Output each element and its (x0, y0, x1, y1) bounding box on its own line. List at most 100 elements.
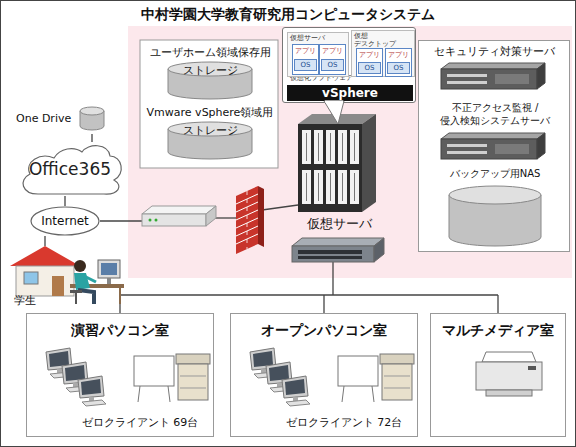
switch-ports (298, 256, 362, 259)
chair (70, 290, 82, 293)
node-label: 学生 (14, 294, 54, 308)
network-wire (332, 262, 333, 295)
whiteboard (134, 356, 174, 386)
zero-client-icon (282, 376, 310, 406)
node-label: OS (321, 59, 344, 71)
virtual-server: 仮想サーバ (280, 112, 398, 236)
house-window (24, 272, 38, 284)
printer-body (476, 362, 542, 390)
server-bay (447, 144, 487, 147)
node-label: OS (358, 62, 381, 74)
house-door (52, 276, 64, 296)
copier-body (178, 364, 208, 400)
blade-slot (342, 173, 343, 201)
network-wire (497, 295, 498, 313)
server-bay (495, 74, 529, 84)
node-label: ユーザホーム領域保存用 ストレージ (146, 44, 274, 80)
network-wire (100, 220, 142, 221)
node-label: 仮想サーバ (290, 34, 346, 43)
router-top (142, 206, 216, 214)
server-bay (447, 151, 487, 154)
vm-group: 仮想サーバアプリOSアプリOS (287, 32, 349, 77)
node-label: 演習パソコン室 (27, 321, 213, 339)
node-label: vSphere (287, 86, 413, 100)
node-label: オープンパソコン室 (231, 321, 417, 339)
node-label: ゼロクライアント 72台 (281, 416, 407, 430)
server-blade (338, 130, 347, 164)
brick-line (247, 191, 248, 249)
room-box: マルチメディア室 (430, 313, 566, 437)
security-panel: セキュリティ対策サーバ不正アクセス監視 / 侵入検知システムサーババックアップ用… (418, 40, 570, 252)
monitor-screen (101, 263, 117, 275)
network-link (64, 196, 65, 206)
server-bay (447, 81, 487, 84)
server-front (441, 139, 537, 159)
server-unit: 不正アクセス監視 / 侵入検知システムサーバ (421, 101, 569, 161)
network-link (91, 134, 92, 142)
desk-leg (119, 288, 121, 304)
node-label: OS (387, 62, 410, 74)
campus-area (128, 26, 572, 278)
server-bay (447, 74, 487, 77)
printer-tray (486, 390, 532, 396)
cloud-storage: One Drive (16, 104, 110, 134)
vm-stack: アプリ OS (319, 44, 346, 75)
server-blade (350, 170, 359, 204)
node-label: アプリ (320, 46, 345, 57)
blade-slot (354, 133, 355, 161)
house-roof (10, 246, 80, 266)
firewall-side (258, 186, 264, 247)
node-label: マルチメディア室 (431, 321, 565, 339)
router-icon (142, 206, 216, 226)
server-blade (314, 170, 323, 204)
firewall-icon (236, 186, 264, 254)
blade-slot (330, 133, 331, 161)
chair-leg (75, 293, 77, 304)
whiteboard-leg (138, 386, 140, 402)
copier-top (176, 354, 210, 364)
callout-box: 仮想化ソフトウェア仮想サーバアプリOSアプリOS仮想 デスクトップアプリOSアプ… (282, 27, 416, 103)
copier-tray (180, 388, 206, 389)
printer-panel (528, 366, 536, 370)
server-bay (495, 144, 529, 154)
vm-stack: アプリOS (292, 44, 319, 75)
blade-slot (306, 173, 307, 201)
monitor (98, 260, 120, 278)
server-side (537, 63, 545, 89)
whiteboard-leg (168, 386, 170, 402)
node-label: 不正アクセス監視 / 侵入検知システムサーバ (421, 101, 569, 127)
vm-stack: アプリOS (356, 48, 383, 77)
node-label: 仮想サーバ (280, 216, 398, 232)
server-blade (314, 130, 323, 164)
callout-tail (324, 101, 344, 124)
node-label: One Drive (16, 112, 80, 126)
switch-side (374, 238, 384, 262)
whiteboard-leg (372, 386, 374, 402)
student-arm (84, 276, 96, 282)
whiteboard-leg (342, 386, 344, 402)
blade-slot (306, 133, 307, 161)
blade-slot (354, 173, 355, 201)
internet-shape (31, 207, 99, 235)
house-wall (16, 266, 74, 296)
blade-slot (318, 133, 319, 161)
zero-client-icon (78, 376, 106, 406)
node-label: Vmware vSphere領域用 ストレージ (146, 104, 274, 140)
server-side (362, 114, 376, 212)
server-blade (302, 170, 311, 204)
node-label: セキュリティ対策サーバ (419, 45, 569, 59)
room-box: 演習パソコン室ゼロクライアント 69台 (26, 313, 214, 437)
router-led (149, 219, 152, 222)
router-led (155, 219, 158, 222)
blade-slot (342, 133, 343, 161)
network-link (44, 236, 45, 246)
node-label: アプリ (357, 50, 382, 61)
storage-cylinder: ユーザホーム領域保存用 ストレージ (146, 44, 274, 100)
zero-client-icon (250, 348, 278, 378)
copier-tray (180, 376, 206, 377)
node-label: バックアップ用NAS (421, 167, 569, 180)
node-label: Internet (30, 214, 100, 228)
